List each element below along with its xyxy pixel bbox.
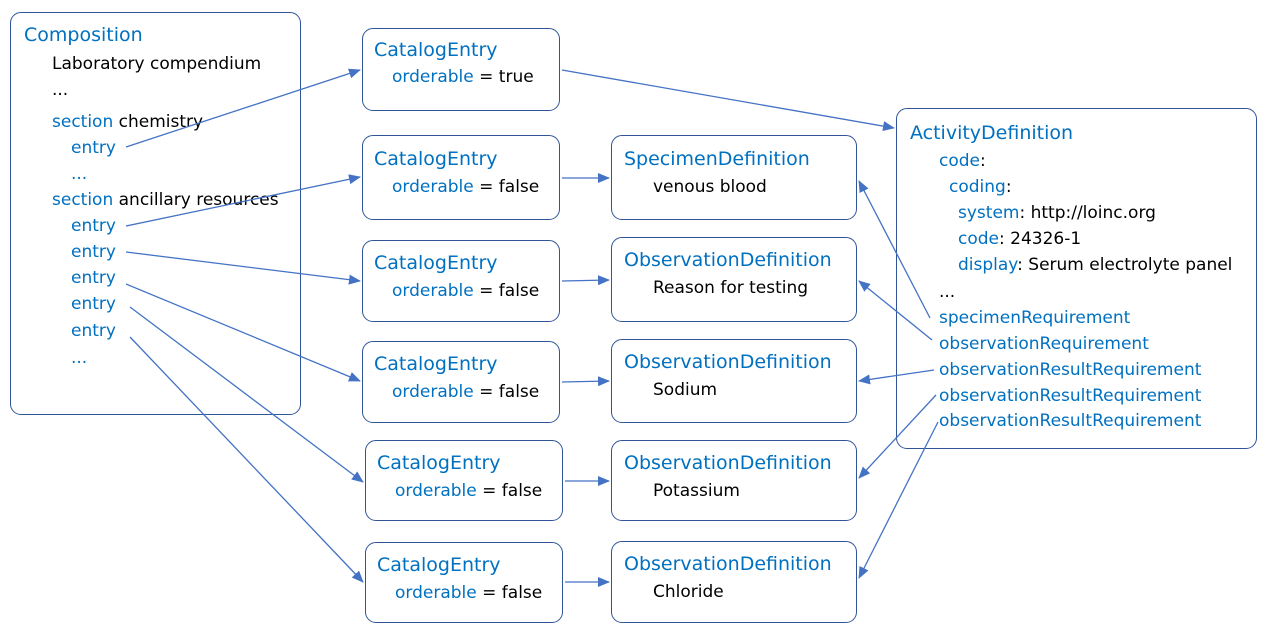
definition-title: ObservationDefinition (624, 249, 832, 271)
catalog-entry-orderable: orderable = false (392, 176, 539, 198)
orderable-value: false (498, 281, 540, 301)
observation-definition-box-1: ObservationDefinition Reason for testing (611, 237, 857, 322)
display-value: : Serum electrolyte panel (1017, 255, 1233, 275)
definition-text: Reason for testing (653, 278, 809, 298)
specimen-requirement: specimenRequirement (939, 308, 1131, 328)
activity-ellipsis: ... (939, 282, 956, 302)
catalog-entry-box-1: CatalogEntry orderable = true (362, 28, 560, 111)
catalog-entry-box-5: CatalogEntry orderable = false (365, 440, 563, 521)
ancillary-entry-5: entry (71, 321, 116, 341)
observation-definition-box-3: ObservationDefinition Potassium (611, 440, 857, 521)
coding-key: coding (949, 177, 1006, 197)
activity-system: system: http://loinc.org (958, 202, 1156, 224)
observation-definition-box-4: ObservationDefinition Chloride (611, 541, 857, 623)
catalog-entry-orderable: orderable = false (392, 381, 539, 403)
catalog-entry-orderable: orderable = false (395, 582, 542, 604)
catalog-entry-orderable: orderable = true (392, 66, 534, 88)
arrow-catalog-4-to-observation-2 (561, 376, 610, 387)
catalog-entry-title: CatalogEntry (374, 353, 498, 375)
catalog-entry-orderable: orderable = false (392, 280, 539, 302)
chemistry-entry: entry (71, 138, 116, 158)
code2-value: : 24326-1 (999, 229, 1082, 249)
orderable-key: orderable (395, 583, 477, 603)
coding-colon: : (1005, 177, 1012, 197)
ancillary-entry-1: entry (71, 216, 116, 236)
section-keyword: section (52, 112, 114, 132)
section-name: chemistry (118, 112, 204, 132)
orderable-value: false (501, 481, 543, 501)
activity-coding: coding: (949, 176, 1012, 198)
orderable-eq: = (479, 281, 494, 301)
ancillary-entry-2: entry (71, 242, 116, 262)
orderable-eq: = (482, 583, 497, 603)
catalog-entry-title: CatalogEntry (377, 554, 501, 576)
observation-definition-box-2: ObservationDefinition Sodium (611, 339, 857, 423)
orderable-key: orderable (395, 481, 477, 501)
composition-box: Composition Laboratory compendium ... se… (10, 12, 301, 415)
arrow-catalog-1-to-activity (561, 69, 895, 132)
section-ancillary: section ancillary resources (52, 189, 279, 211)
observation-result-requirement-2: observationResultRequirement (939, 386, 1202, 406)
orderable-value: true (498, 67, 534, 87)
observation-requirement: observationRequirement (939, 334, 1149, 354)
ancillary-ellipsis: ... (71, 348, 88, 368)
definition-title: ObservationDefinition (624, 553, 832, 575)
catalog-entry-orderable: orderable = false (395, 480, 542, 502)
definition-text: venous blood (653, 177, 767, 197)
ancillary-entry-3: entry (71, 268, 116, 288)
orderable-value: false (501, 583, 543, 603)
orderable-value: false (498, 382, 540, 402)
catalog-entry-title: CatalogEntry (374, 39, 498, 61)
definition-title: ObservationDefinition (624, 351, 832, 373)
catalog-entry-box-4: CatalogEntry orderable = false (362, 341, 560, 423)
arrow-catalog-3-to-observation-1 (561, 275, 610, 286)
section-keyword: section (52, 190, 114, 210)
display-key: display (958, 255, 1018, 275)
orderable-value: false (498, 177, 540, 197)
catalog-entry-title: CatalogEntry (374, 252, 498, 274)
observation-result-requirement-3: observationResultRequirement (939, 411, 1202, 431)
orderable-eq: = (479, 67, 494, 87)
activity-display: display: Serum electrolyte panel (958, 254, 1232, 276)
orderable-key: orderable (392, 67, 474, 87)
code-key: code (939, 151, 980, 171)
code2-key: code (958, 229, 999, 249)
catalog-entry-box-2: CatalogEntry orderable = false (362, 135, 560, 220)
system-key: system (958, 203, 1020, 223)
definition-title: ObservationDefinition (624, 452, 832, 474)
catalog-entry-box-6: CatalogEntry orderable = false (365, 542, 563, 623)
catalog-entry-title: CatalogEntry (377, 452, 501, 474)
orderable-eq: = (479, 382, 494, 402)
definition-text: Sodium (653, 380, 718, 400)
section-chemistry: section chemistry (52, 111, 203, 133)
orderable-key: orderable (392, 382, 474, 402)
orderable-key: orderable (392, 177, 474, 197)
code-colon: : (980, 151, 986, 171)
chemistry-ellipsis: ... (71, 164, 88, 184)
orderable-key: orderable (392, 281, 474, 301)
activity-code: code: (939, 150, 986, 172)
activity-code2: code: 24326-1 (958, 228, 1081, 250)
specimen-definition-box: SpecimenDefinition venous blood (611, 135, 857, 220)
definition-text: Potassium (653, 481, 740, 501)
composition-name: Laboratory compendium (52, 54, 262, 74)
activity-title: ActivityDefinition (910, 122, 1074, 144)
ancillary-entry-4: entry (71, 294, 116, 314)
activity-definition-box: ActivityDefinition code: coding: system:… (896, 108, 1257, 449)
definition-title: SpecimenDefinition (624, 148, 810, 170)
catalog-entry-box-3: CatalogEntry orderable = false (362, 240, 560, 322)
system-value: : http://loinc.org (1019, 203, 1156, 223)
definition-text: Chloride (653, 582, 724, 602)
composition-ellipsis: ... (52, 80, 69, 100)
composition-title: Composition (24, 24, 143, 46)
catalog-entry-title: CatalogEntry (374, 148, 498, 170)
section-name: ancillary resources (118, 190, 279, 210)
orderable-eq: = (482, 481, 497, 501)
observation-result-requirement-1: observationResultRequirement (939, 360, 1202, 380)
orderable-eq: = (479, 177, 494, 197)
